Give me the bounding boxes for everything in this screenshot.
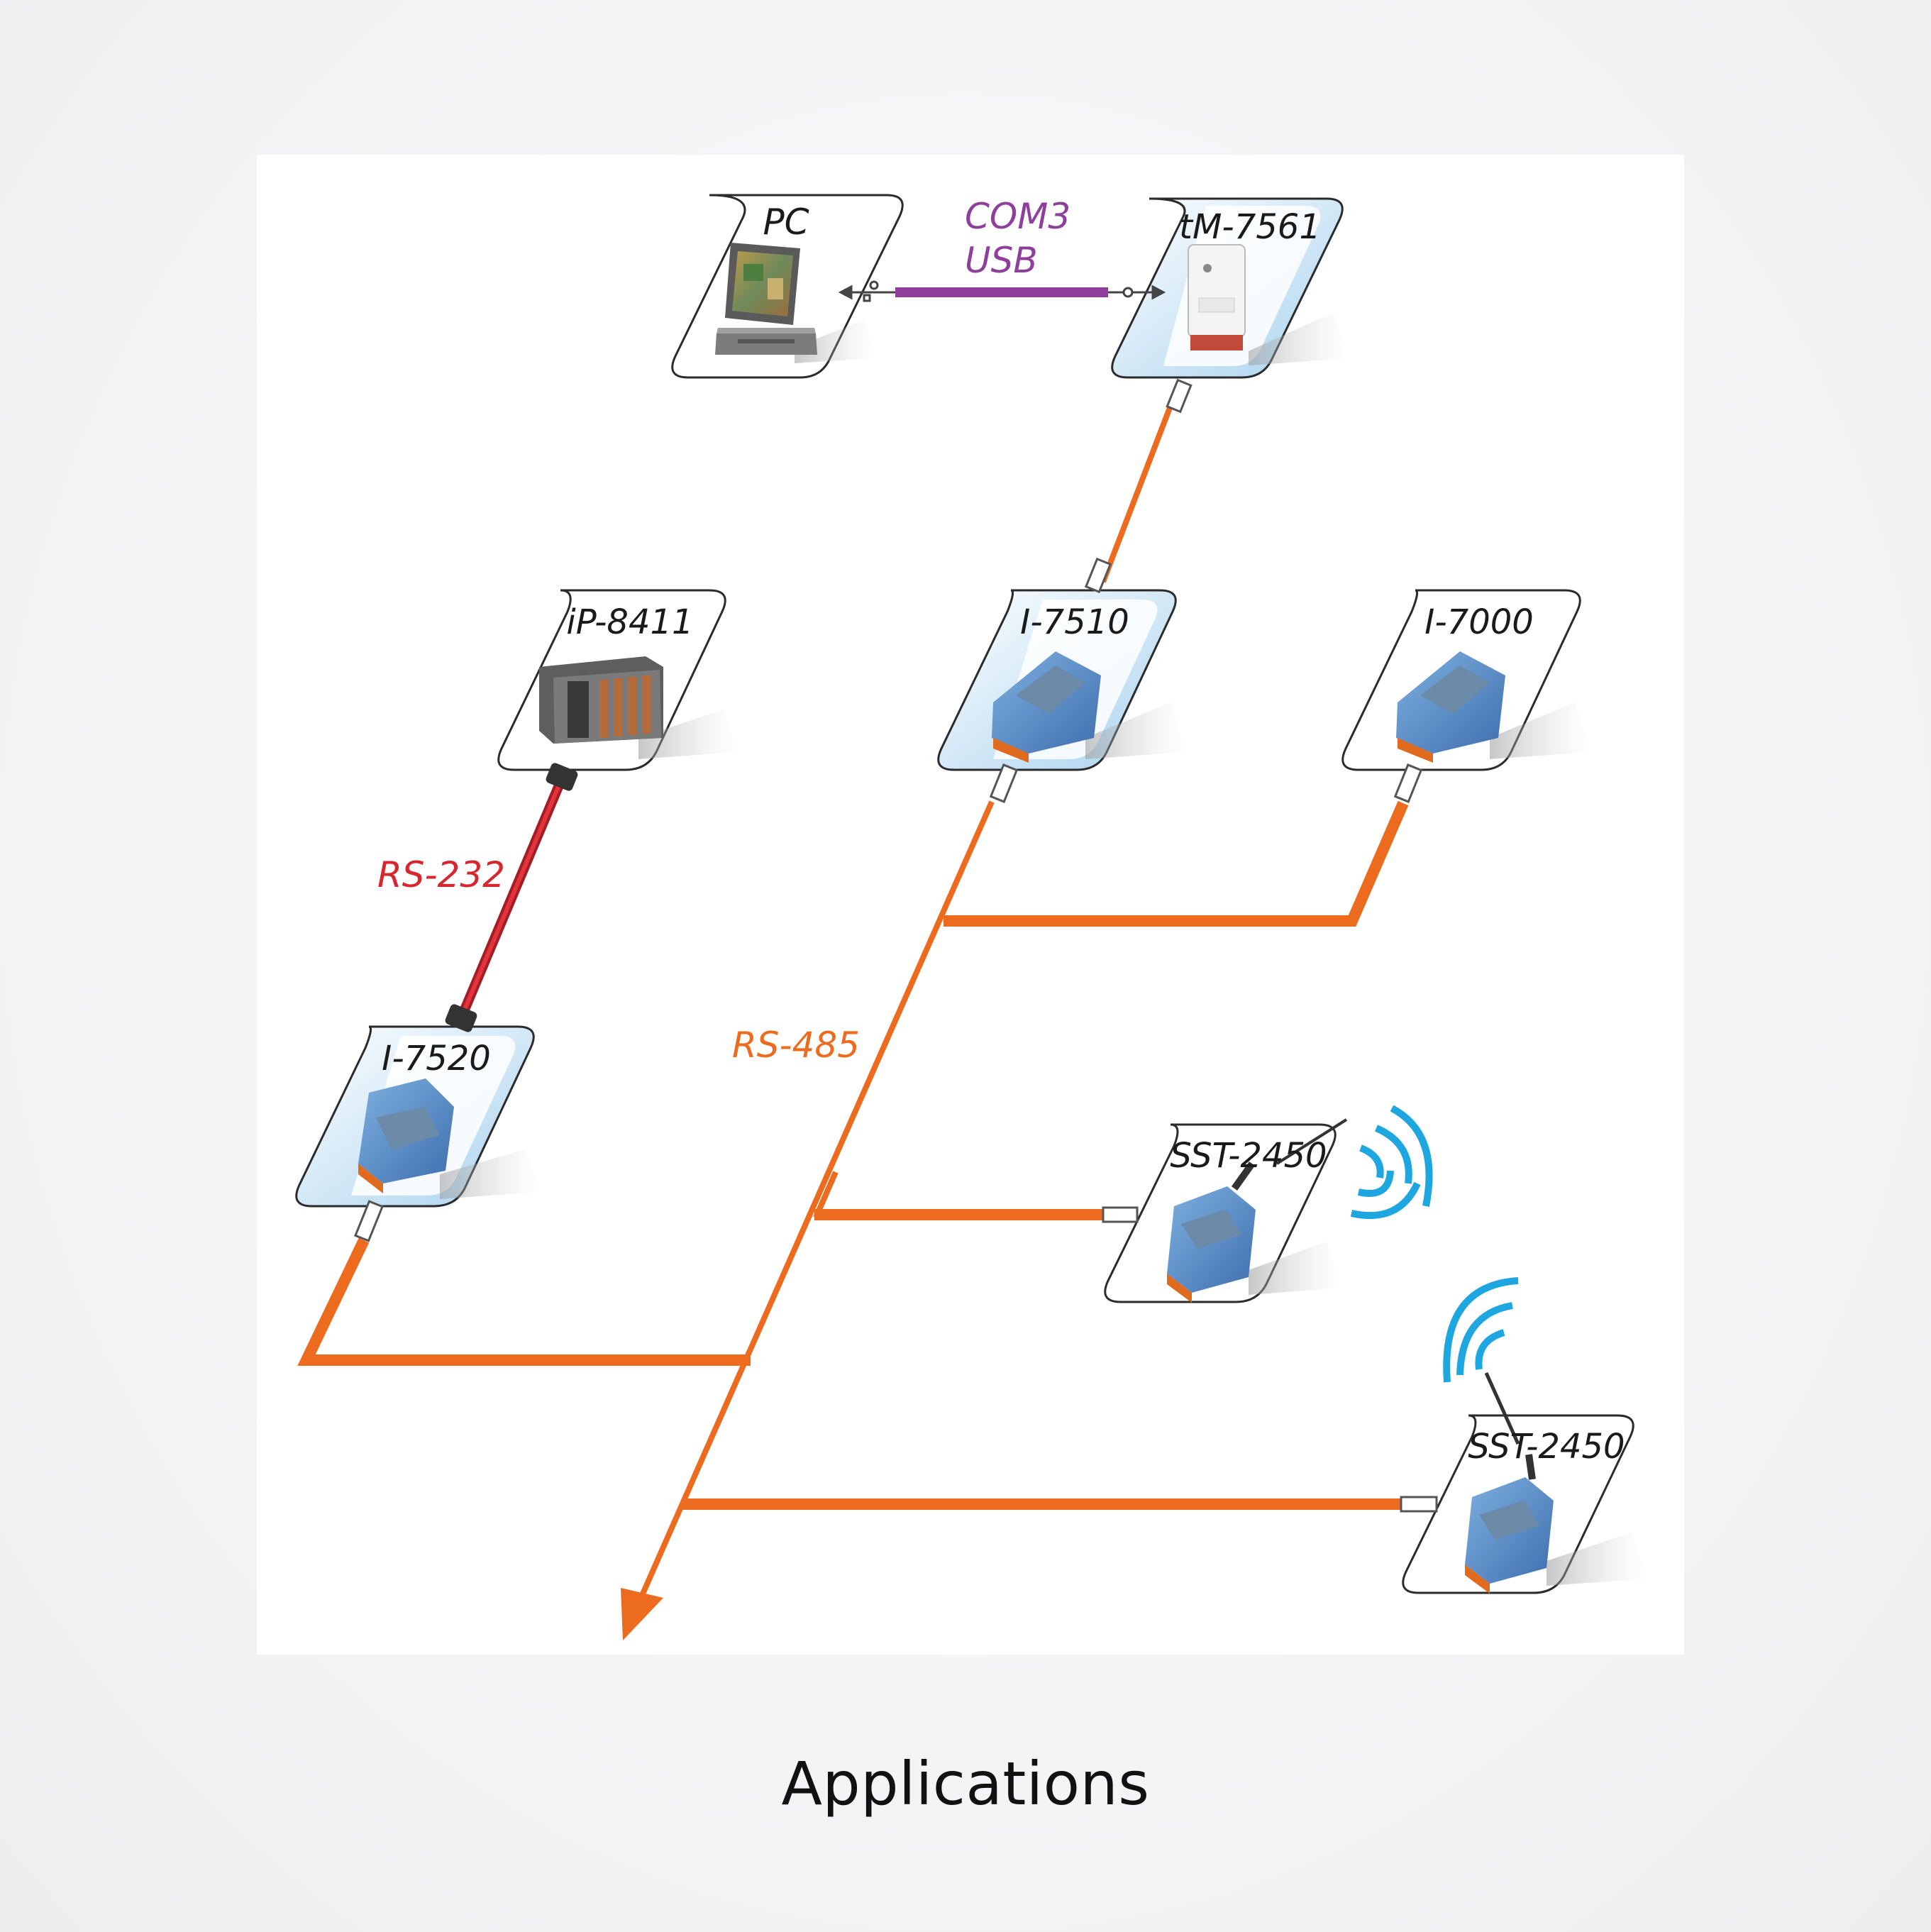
sst2450-b-module-icon — [1465, 1454, 1554, 1594]
ip8411-label: iP-8411 — [566, 602, 693, 642]
pc-node: PC — [671, 194, 904, 379]
i7000-module-icon — [1396, 651, 1505, 763]
caption: Applications — [781, 1749, 1150, 1818]
ip8411-node: iP-8411 — [497, 589, 738, 791]
i7510-label: I-7510 — [1020, 602, 1129, 642]
ip8411-controller-icon — [539, 656, 663, 744]
rj45-plug-icon — [1166, 378, 1193, 414]
i7520-module-icon — [358, 1078, 454, 1193]
db9-connector-icon — [445, 1004, 477, 1032]
pc-label: PC — [763, 202, 809, 243]
sst2450-a-node: SST-2450 — [1102, 1105, 1433, 1303]
tm7561-label: tM-7561 — [1179, 207, 1321, 247]
sst2450-a-module-icon — [1167, 1161, 1256, 1303]
rs485-bus — [297, 404, 1412, 1605]
rj45-plug-icon — [354, 1200, 384, 1242]
pc-monitor-icon — [715, 243, 817, 355]
i7510-node: I-7510 — [937, 557, 1186, 803]
sst2450-b-label: SST-2450 — [1468, 1427, 1625, 1467]
usb-link-label-line1: COM3 — [965, 196, 1070, 237]
rj45-plug-icon — [1400, 1496, 1438, 1513]
sst2450-b-node: SST-2450 — [1400, 1277, 1647, 1594]
tm7561-node: tM-7561 — [1108, 197, 1348, 414]
sst2450-b-antenna-icon — [1484, 1371, 1520, 1445]
rj45-plug-icon — [1393, 763, 1423, 803]
rs485-link-label: RS-485 — [732, 1025, 860, 1066]
usb-link-label-line2: USB — [965, 240, 1038, 281]
i7000-label: I-7000 — [1424, 602, 1534, 642]
i7510-module-icon — [992, 651, 1101, 763]
rj45-plug-icon — [1102, 1206, 1139, 1223]
usb-plug-icon — [1108, 285, 1166, 300]
wireless-signal-icon — [1350, 1105, 1433, 1219]
rs232-link-label: RS-232 — [377, 854, 505, 895]
usb-plug-icon — [838, 280, 895, 302]
wireless-signal-icon — [1443, 1277, 1519, 1383]
sst2450-a-antenna-icon — [1276, 1118, 1348, 1165]
i7520-label: I-7520 — [382, 1039, 491, 1078]
i7000-node: I-7000 — [1341, 589, 1590, 803]
db9-connector-icon — [546, 763, 578, 791]
tm7561-module-icon — [1188, 244, 1246, 350]
i7520-node: I-7520 — [295, 1004, 541, 1242]
diagram-panel — [257, 155, 1684, 1655]
rj45-plug-icon — [989, 557, 1112, 803]
sst2450-a-label: SST-2450 — [1170, 1136, 1327, 1176]
bus-arrowhead — [621, 1588, 663, 1640]
